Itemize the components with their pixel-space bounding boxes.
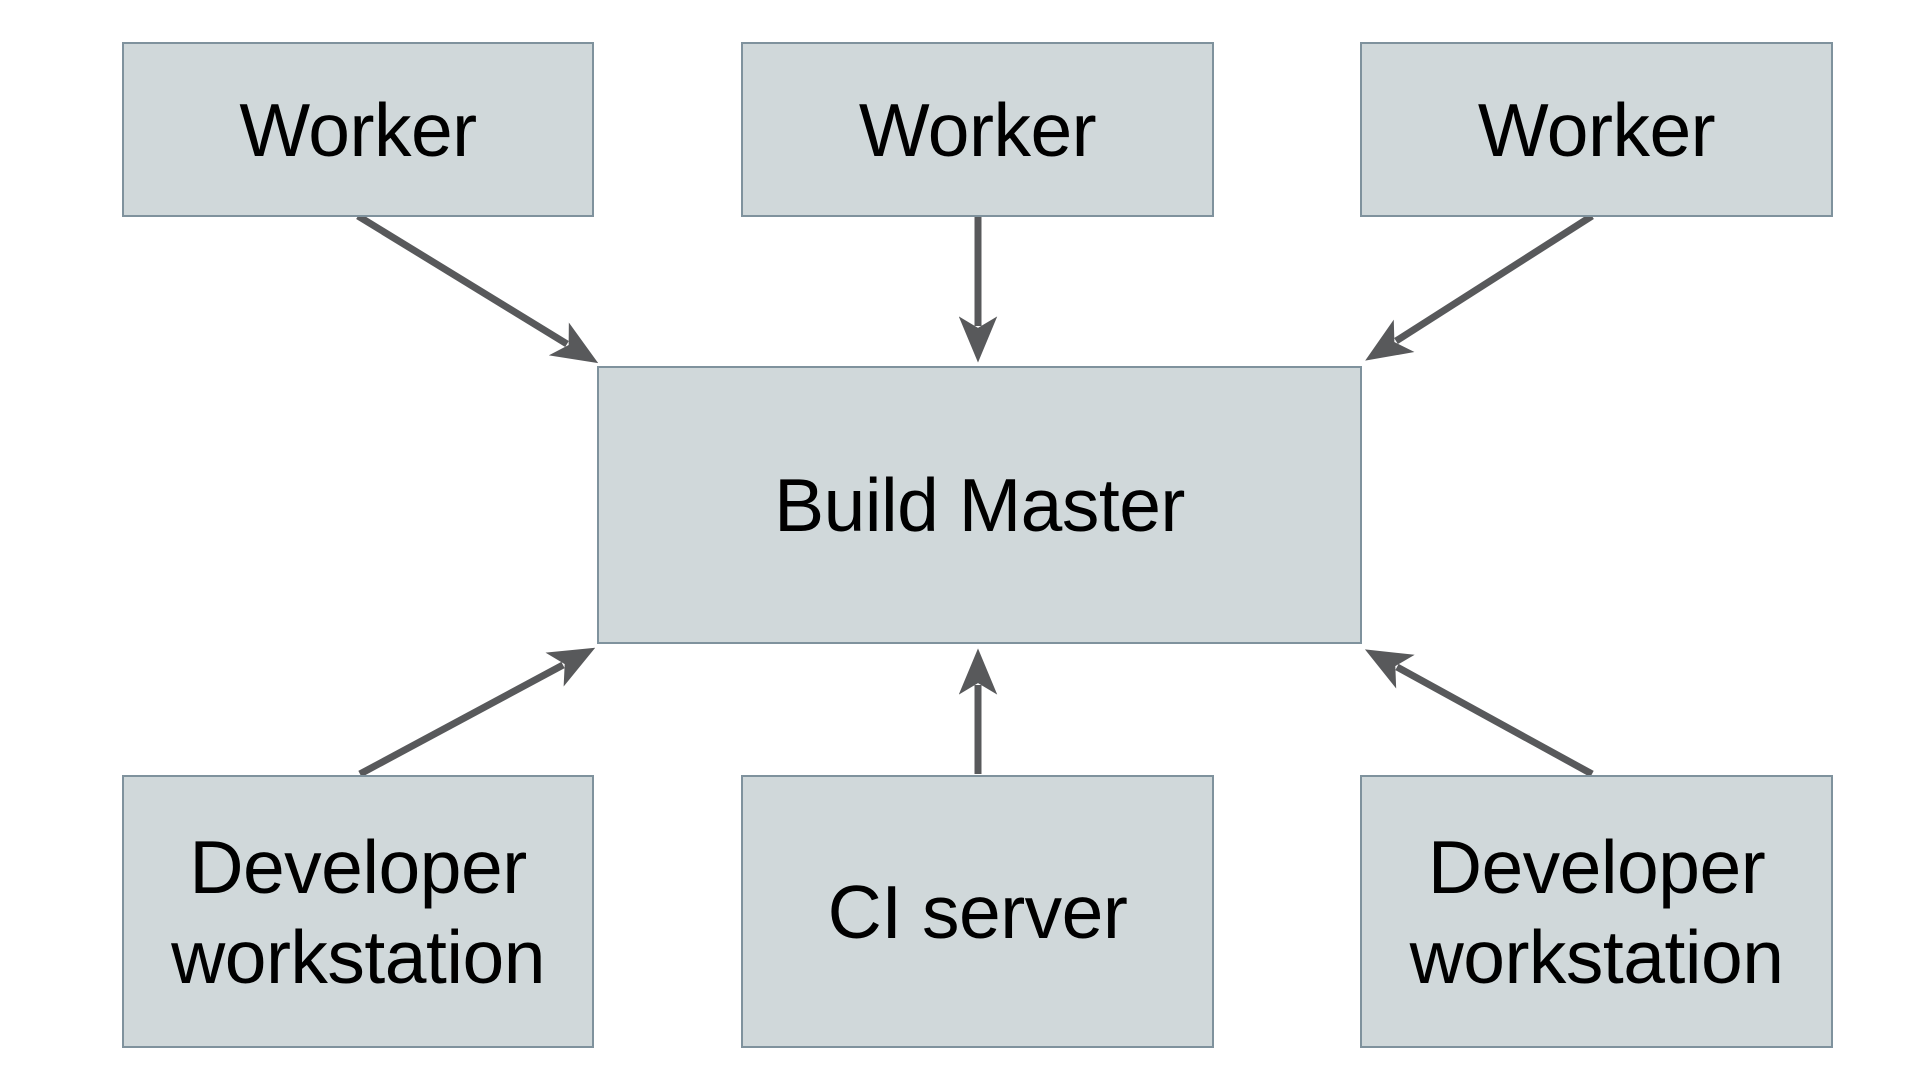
node-worker-1-label: Worker — [239, 87, 477, 172]
arrow-devworkstation1-to-buildmaster — [358, 647, 596, 778]
arrow-worker3-to-buildmaster — [1365, 213, 1594, 361]
arrow-worker1-to-buildmaster — [356, 213, 599, 364]
node-worker-3-label: Worker — [1477, 87, 1716, 172]
arrow-devworkstation2-to-buildmaster — [1364, 649, 1594, 778]
node-ci-server: CI server — [741, 775, 1214, 1048]
node-developer-workstation-2: Developer workstation — [1360, 775, 1833, 1048]
node-build-master: Build Master — [597, 366, 1362, 644]
node-worker-2: Worker — [741, 42, 1214, 217]
node-developer-workstation-2-label: Developer workstation — [1409, 824, 1784, 999]
node-worker-2-label: Worker — [858, 87, 1097, 172]
node-worker-1: Worker — [122, 42, 594, 217]
node-build-master-label: Build Master — [774, 463, 1185, 547]
node-ci-server-label: CI server — [827, 869, 1128, 954]
node-developer-workstation-1: Developer workstation — [122, 775, 594, 1048]
node-developer-workstation-1-label: Developer workstation — [171, 824, 545, 999]
node-worker-3: Worker — [1360, 42, 1833, 217]
